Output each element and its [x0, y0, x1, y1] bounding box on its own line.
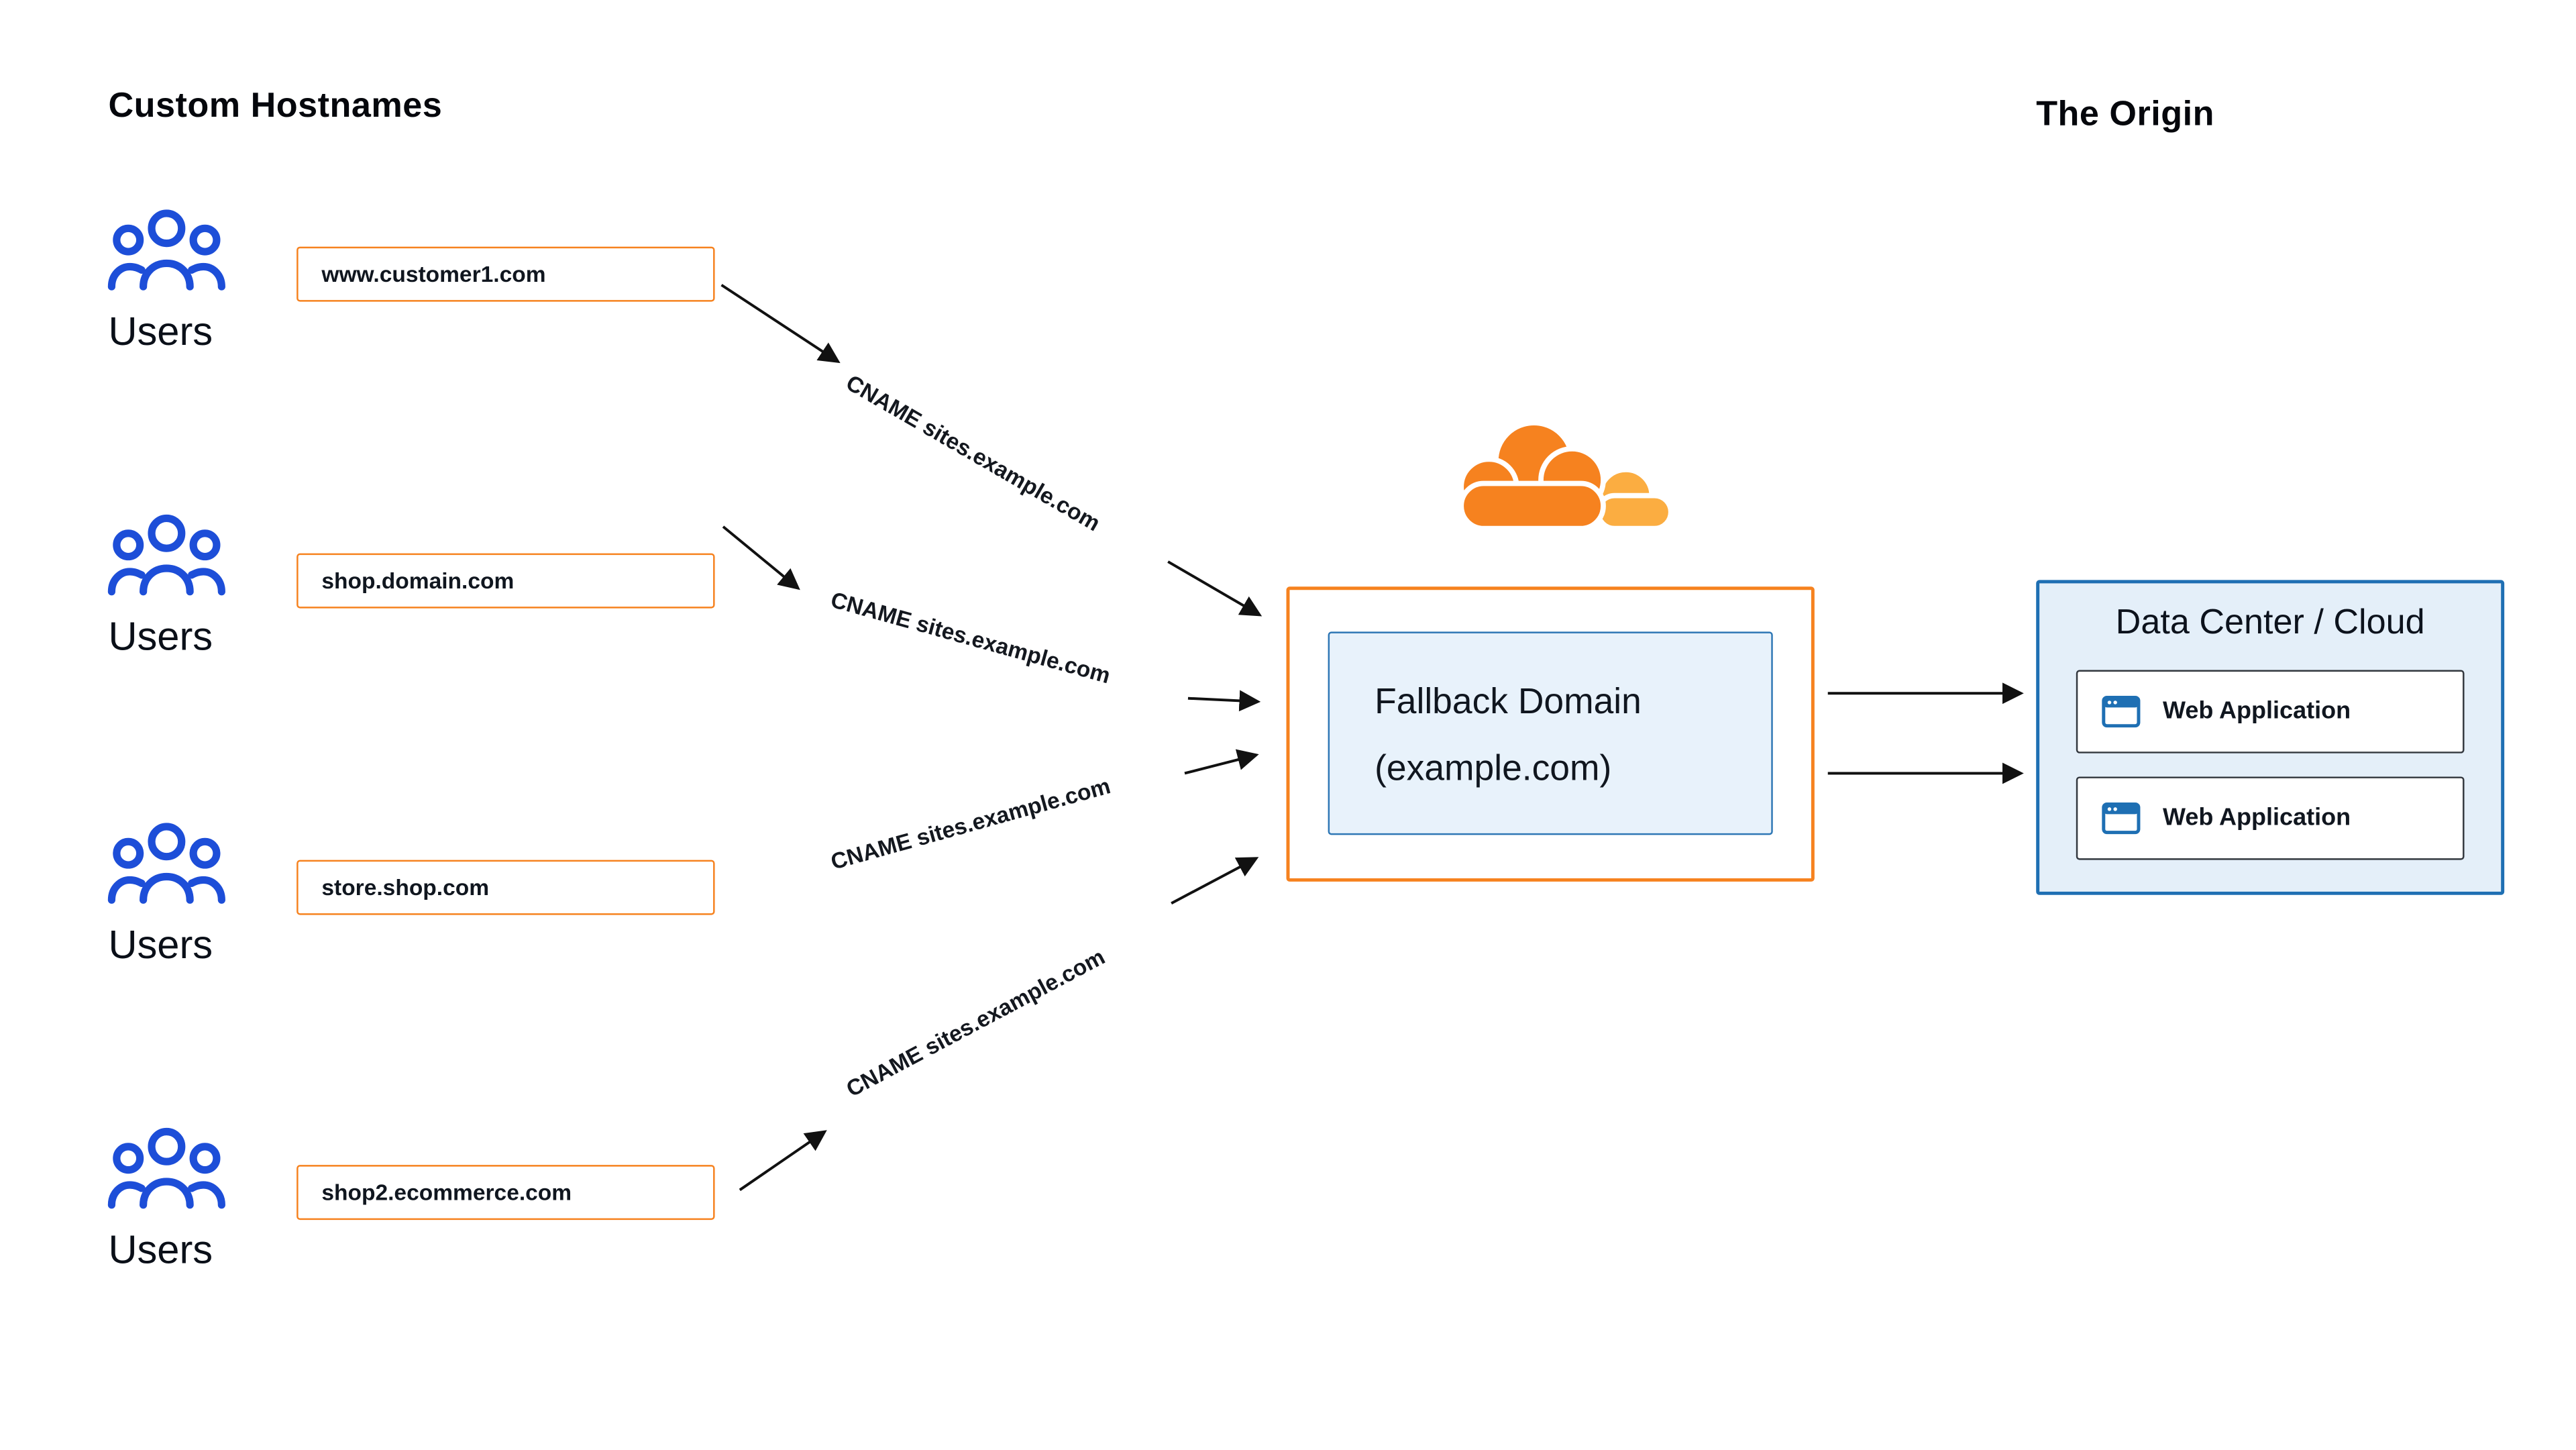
cloud-light-part: [1595, 466, 1674, 531]
arrow-hostname3-tail: [1184, 749, 1259, 775]
browser-window-icon: [2102, 695, 2141, 728]
users-group-icon: [107, 209, 225, 291]
cloud-main-part: [1458, 420, 1606, 531]
arrow-hostname2-tail: [1187, 690, 1261, 712]
users-label: Users: [108, 615, 213, 660]
origin-heading: The Origin: [2036, 95, 2214, 134]
hostname-box-shop2-ecommerce: shop2.ecommerce.com: [297, 1165, 715, 1221]
arrow-hostname1-tail: [1167, 560, 1263, 617]
data-center-title: Data Center / Cloud: [2115, 603, 2425, 642]
arrow-hostname4-tail: [1171, 857, 1259, 904]
fallback-domain-box: Fallback Domain (example.com): [1328, 631, 1773, 835]
web-application-card-2: Web Application: [2076, 776, 2465, 860]
cname-label-3: CNAME sites.example.com: [828, 773, 1114, 875]
browser-window-icon: [2102, 802, 2141, 835]
cname-label-2: CNAME sites.example.com: [828, 586, 1114, 688]
fallback-domain-line2: (example.com): [1375, 748, 1612, 788]
cname-label-4: CNAME sites.example.com: [842, 944, 1110, 1102]
cloudflare-cloud-icon: [1458, 420, 1674, 531]
users-label: Users: [108, 923, 213, 969]
web-application-card-1: Web Application: [2076, 670, 2465, 754]
web-application-label: Web Application: [2162, 805, 2351, 832]
hostname-label: shop.domain.com: [321, 568, 515, 594]
web-application-label: Web Application: [2162, 698, 2351, 725]
hostname-box-store-shop: store.shop.com: [297, 860, 715, 915]
arrow-hostname2-lead: [722, 525, 800, 590]
arrow-hostname4-lead: [739, 1130, 827, 1192]
users-group-icon: [107, 823, 225, 904]
hostname-label: shop2.ecommerce.com: [321, 1180, 572, 1205]
fallback-domain-line1: Fallback Domain: [1375, 681, 1642, 722]
hostname-box-shop-domain: shop.domain.com: [297, 553, 715, 609]
custom-hostnames-heading: Custom Hostnames: [108, 87, 443, 125]
arrow-hostname1-lead: [720, 284, 841, 364]
users-group-icon: [107, 514, 225, 596]
users-label: Users: [108, 1228, 213, 1274]
users-label: Users: [108, 309, 213, 356]
users-group-icon: [107, 1127, 225, 1209]
hostname-label: www.customer1.com: [321, 261, 546, 287]
cname-label-1: CNAME sites.example.com: [841, 370, 1105, 536]
hostname-label: store.shop.com: [321, 874, 490, 900]
hostname-box-customer1: www.customer1.com: [297, 246, 715, 302]
